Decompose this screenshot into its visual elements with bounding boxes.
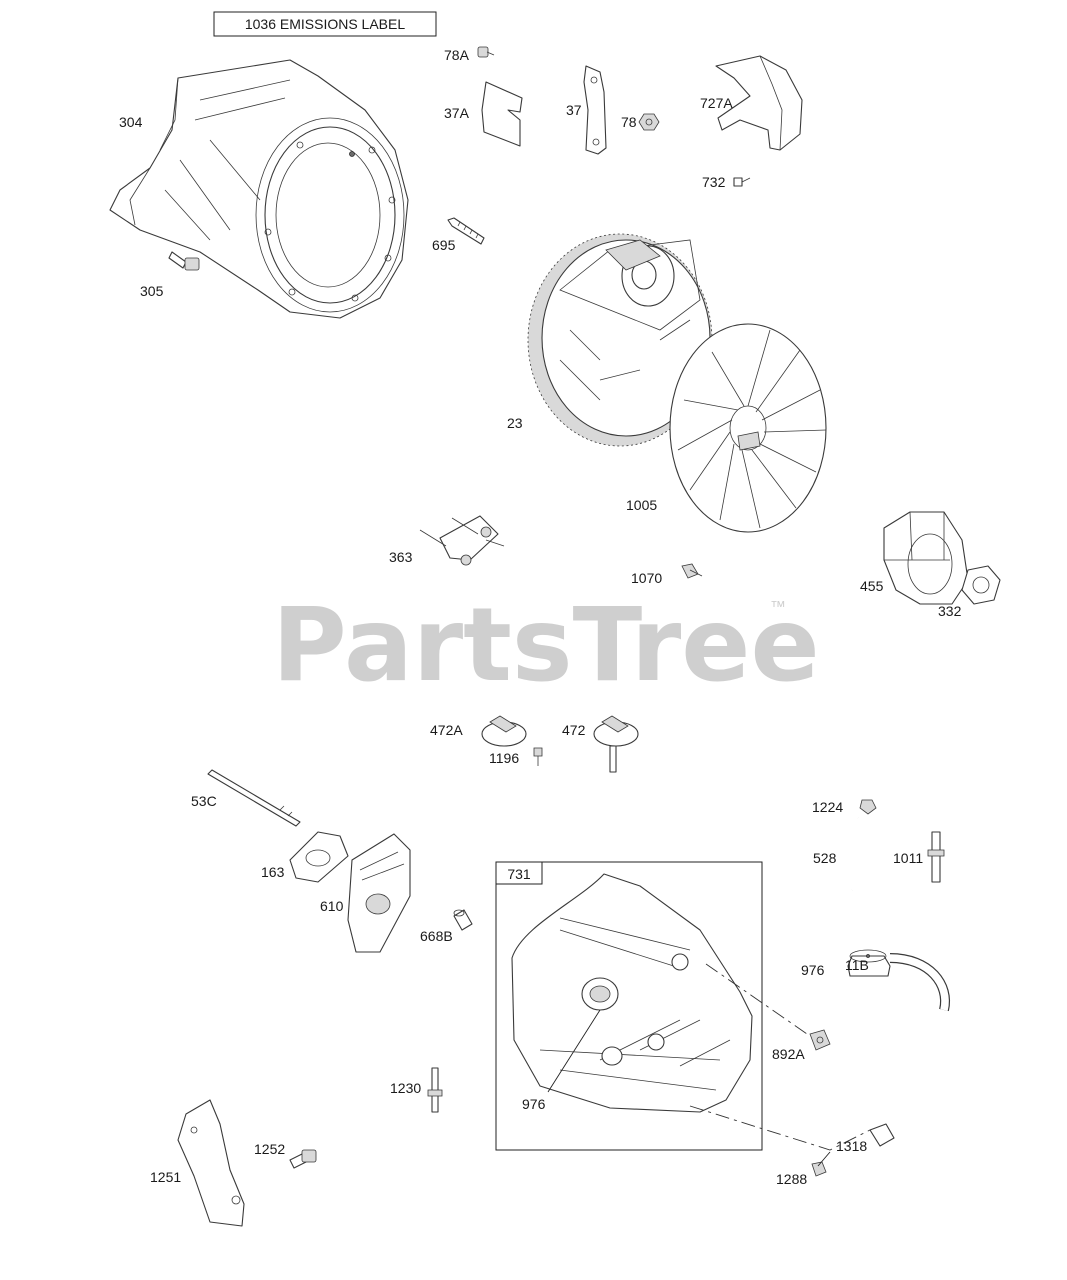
label-976-top: 976	[801, 962, 825, 978]
label-695: 695	[432, 237, 456, 253]
part-1318-clip[interactable]	[869, 1123, 895, 1147]
part-1288-nut[interactable]	[811, 1151, 831, 1177]
part-695-screw[interactable]	[447, 217, 485, 245]
assembly-box-731[interactable]: 731	[495, 861, 763, 1151]
part-37-bracket[interactable]	[583, 65, 607, 155]
label-528: 528	[813, 850, 837, 866]
assembly-box-label: 731	[507, 866, 531, 882]
label-1011: 1011	[893, 850, 923, 866]
part-472-knob[interactable]	[593, 715, 639, 773]
label-455: 455	[860, 578, 884, 594]
part-363-bracket[interactable]	[419, 515, 505, 566]
label-1288: 1288	[776, 1171, 807, 1187]
part-1196-screw[interactable]	[533, 747, 543, 766]
label-472: 472	[562, 722, 586, 738]
label-1252: 1252	[254, 1141, 285, 1157]
part-1251-bracket[interactable]	[177, 1099, 245, 1227]
part-23-flywheel[interactable]	[527, 233, 713, 447]
watermark-text: PartsTree	[272, 586, 820, 705]
label-976-inner: 976	[522, 1096, 546, 1112]
part-305-bolt[interactable]	[168, 251, 200, 271]
part-1005-fan[interactable]	[669, 323, 827, 533]
part-668B-spacer[interactable]	[453, 909, 473, 931]
label-472A: 472A	[430, 722, 463, 738]
label-668B: 668B	[420, 928, 453, 944]
label-1230: 1230	[390, 1080, 421, 1096]
part-1252-bolt[interactable]	[289, 1149, 317, 1169]
dash-leader-1318	[689, 1105, 871, 1151]
label-1224: 1224	[812, 799, 843, 815]
part-528-hose[interactable]	[850, 817, 862, 891]
part-53C-rod[interactable]	[207, 769, 301, 827]
label-53C: 53C	[191, 793, 217, 809]
part-1011-fitting[interactable]	[927, 831, 945, 883]
label-332: 332	[938, 603, 962, 619]
watermark-trademark: ™	[770, 599, 786, 616]
label-11B: 11B	[845, 957, 869, 973]
label-23: 23	[507, 415, 523, 431]
part-455-cup[interactable]	[883, 511, 969, 605]
part-1224-fitting[interactable]	[859, 799, 877, 815]
part-727A-cover[interactable]	[715, 55, 803, 151]
label-732: 732	[702, 174, 726, 190]
part-1070-screw[interactable]	[681, 563, 703, 579]
label-1251: 1251	[150, 1169, 181, 1185]
part-11B-hose[interactable]	[889, 953, 951, 1012]
label-37A: 37A	[444, 105, 470, 121]
part-610-plate[interactable]	[347, 833, 411, 953]
label-1196: 1196	[489, 750, 519, 766]
label-78A: 78A	[444, 47, 470, 63]
part-163-gasket[interactable]	[289, 831, 349, 883]
label-610: 610	[320, 898, 344, 914]
label-1318: 1318	[836, 1138, 867, 1154]
label-304: 304	[119, 114, 143, 130]
part-472A-knob[interactable]	[481, 715, 527, 747]
part-1230-stud[interactable]	[427, 1067, 443, 1113]
part-78A-screw[interactable]	[477, 46, 495, 58]
label-1070: 1070	[631, 570, 662, 586]
part-37A-shield[interactable]	[481, 81, 523, 147]
part-732-screw[interactable]	[733, 177, 751, 187]
part-78-nut[interactable]	[638, 113, 660, 131]
emissions-label[interactable]: 1036 EMISSIONS LABEL	[213, 11, 437, 37]
label-163: 163	[261, 864, 285, 880]
dash-leader-892A	[705, 963, 811, 1037]
label-37: 37	[566, 102, 582, 118]
part-332-nut[interactable]	[961, 565, 1001, 605]
label-78: 78	[621, 114, 637, 130]
label-363: 363	[389, 549, 413, 565]
label-892A: 892A	[772, 1046, 805, 1062]
label-305: 305	[140, 283, 164, 299]
emissions-label-text: 1036 EMISSIONS LABEL	[245, 16, 406, 32]
part-976-cap[interactable]	[847, 949, 891, 977]
part-304-blower-housing[interactable]	[109, 59, 409, 319]
label-727A: 727A	[700, 95, 733, 111]
label-1005: 1005	[626, 497, 657, 513]
part-892A-valve[interactable]	[809, 1029, 831, 1051]
